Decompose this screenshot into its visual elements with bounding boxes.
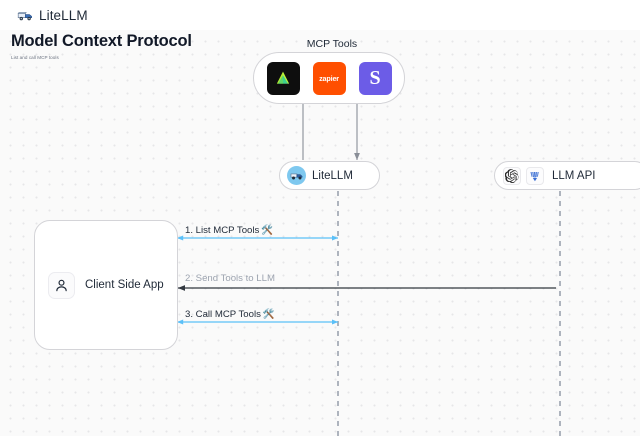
zapier-label: zapier [319,73,339,83]
step-2-label: 2. Send Tools to LLM [185,273,275,284]
truck-icon [17,9,34,22]
top-header-bar: LiteLLM [0,0,640,30]
tools-emoji-3: 🛠️ [262,309,275,320]
step-2-text: 2. Send Tools to LLM [185,273,275,284]
brand[interactable]: LiteLLM [17,8,88,23]
brand-name: LiteLLM [39,7,88,23]
node-llm-api[interactable]: LLM API [494,161,640,190]
node-litellm[interactable]: LiteLLM [279,161,380,190]
diagram-canvas: MCP Tools zapier S [0,30,640,436]
tools-emoji-1: 🛠️ [261,225,274,236]
slack-letter: S [369,67,381,89]
title-block: Model Context Protocol List and call MCP… [11,31,192,61]
step-3-label: 3. Call MCP Tools🛠️ [185,309,275,320]
litellm-avatar-icon [287,166,306,185]
zapier-wordmark-icon[interactable]: zapier [312,61,346,95]
openai-logo-icon [503,166,521,185]
step-1-text: 1. List MCP Tools [185,225,260,236]
node-litellm-label: LiteLLM [312,169,353,182]
node-client-side-app[interactable]: Client Side App [34,220,178,350]
mcp-tools-group-label: MCP Tools [306,38,358,50]
anthropic-logo-icon [526,166,544,185]
supabase-triangle-icon[interactable] [266,61,300,95]
diagram-edges-layer [177,79,561,436]
node-llm-api-label: LLM API [552,169,596,182]
user-person-icon [48,271,75,299]
node-client-side-app-label: Client Side App [85,279,164,291]
mcp-tools-group[interactable]: zapier S [253,52,405,104]
page-subtitle: List and call MCP tools [11,55,59,60]
page-title: Model Context Protocol [11,32,192,50]
slack-s-icon[interactable]: S [358,61,392,95]
step-1-label: 1. List MCP Tools🛠️ [185,225,273,236]
step-3-text: 3. Call MCP Tools [185,309,261,320]
